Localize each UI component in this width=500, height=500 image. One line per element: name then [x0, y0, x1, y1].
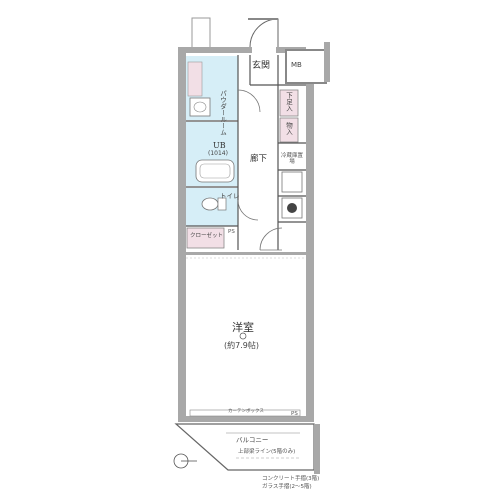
toilet-bowl [201, 197, 219, 211]
closet-area [186, 227, 225, 249]
powder-door-swing [237, 89, 261, 113]
label-ps-upper: PS [228, 229, 235, 235]
partitions [186, 55, 306, 250]
washer-space [187, 61, 203, 97]
label-ub: UB [213, 141, 226, 150]
label-reizouko: 冷蔵庫置場 [280, 153, 303, 165]
label-geta: 下足入 [284, 92, 293, 112]
washbasin [189, 97, 211, 117]
ceiling-light [239, 332, 247, 340]
label-youshitsu-size: (約7.9帖) [224, 341, 259, 350]
label-genkan: 玄関 [252, 61, 271, 71]
label-balcony: バルコニー [236, 436, 269, 444]
room-door-swing [259, 227, 283, 251]
label-concrete-handrail: コンクリート手摺(3階) [262, 476, 320, 482]
label-curtain: カーテンボックス [228, 409, 264, 414]
balcony-wall [314, 424, 320, 474]
label-mono: 物入 [284, 122, 293, 135]
label-beam-line: 上部梁ライン(5階のみ) [238, 449, 296, 455]
cooktop-burner [287, 203, 297, 213]
kitchen-sink [281, 171, 303, 193]
exterior-structure-top [191, 17, 211, 49]
entrance-door-swing [249, 18, 279, 48]
label-ps-lower: PS [291, 411, 298, 417]
entrance-door [248, 18, 278, 20]
bathtub [195, 159, 235, 183]
label-closet: クローゼット [190, 233, 224, 239]
mb-wall [324, 42, 330, 82]
bathtub-inner [199, 163, 231, 179]
toilet-tank [217, 197, 227, 211]
label-glass-handrail: ガラス手摺(2〜5階) [262, 484, 312, 490]
toilet-door-swing [237, 199, 259, 221]
label-toilet: トイレ [220, 192, 240, 200]
label-powder: パウダールーム [218, 90, 227, 136]
label-youshitsu: 洋室 [232, 321, 254, 334]
label-ub-size: (1014) [208, 150, 228, 157]
shoe-storage-area [279, 89, 299, 117]
label-rouka: 廊下 [250, 154, 268, 164]
label-mb: MB [291, 61, 302, 69]
washbasin-bowl [193, 101, 207, 113]
curtain-box [189, 409, 301, 417]
balcony-outline [174, 423, 315, 471]
storage-area [279, 117, 299, 143]
